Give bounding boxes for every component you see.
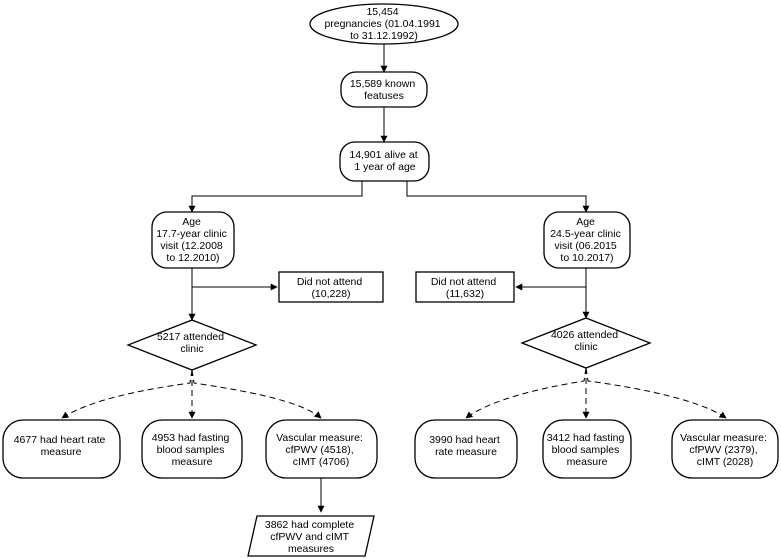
node-left-visit-text: Age 17.7-year clinic visit (12.2008 to 1… [156, 216, 230, 264]
node-right-vascular-text: Vascular measure: cfPWV (2379), cIMT (20… [680, 432, 770, 468]
node-left-complete: 3862 had complete cfPWV and cIMT measure… [247, 515, 375, 557]
node-left-attended-text: 5217 attended clinic [157, 331, 227, 355]
node-foetuses-text: 15,589 known featuses [350, 78, 418, 102]
node-left-complete-text: 3862 had complete cfPWV and cIMT measure… [265, 519, 357, 555]
node-left-vascular-text: Vascular measure: cfPWV (4518), cIMT (47… [276, 432, 366, 468]
arrow-alive-to-left-visit [188, 181, 363, 213]
node-left-heart-rate: 4677 had heart rate measure [2, 419, 121, 479]
node-left-heart-rate-text: 4677 had heart rate measure [14, 434, 109, 458]
node-right-not-attend-text: Did not attend (11,632) [431, 276, 499, 300]
dashed-arrow-right-heart-rate [465, 367, 587, 419]
node-left-not-attend: Did not attend (10,228) [278, 271, 384, 303]
node-pregnancies-text: 15,454 pregnancies (01.04.1991 to 31.12.… [324, 6, 443, 42]
node-left-fasting-text: 4953 had fasting blood samples measure [152, 432, 233, 468]
connectors [61, 42, 727, 513]
node-left-visit: Age 17.7-year clinic visit (12.2008 to 1… [151, 211, 235, 269]
node-right-visit-text: Age 24.5-year clinic visit (06.2015 to 1… [550, 216, 624, 264]
node-right-attended-text: 4026 attended clinic [551, 329, 621, 353]
node-left-vascular: Vascular measure: cfPWV (4518), cIMT (47… [265, 419, 378, 479]
node-left-not-attend-text: Did not attend (10,228) [297, 276, 365, 300]
node-right-heart-rate: 3990 had heart rate measure [414, 419, 518, 479]
node-right-attended: 4026 attended clinic [520, 317, 652, 369]
dashed-arrow-left-vascular [191, 369, 322, 419]
node-foetuses: 15,589 known featuses [340, 71, 428, 108]
node-right-vascular: Vascular measure: cfPWV (2379), cIMT (20… [671, 419, 779, 479]
node-right-fasting-text: 3412 had fasting blood samples measure [547, 432, 628, 468]
node-right-heart-rate-text: 3990 had heart rate measure [429, 434, 503, 458]
arrow-alive-to-right-visit [406, 181, 590, 213]
dashed-arrow-right-vascular [585, 367, 727, 419]
dashed-arrow-left-heart-rate [61, 369, 193, 419]
node-right-not-attend: Did not attend (11,632) [415, 271, 515, 303]
node-left-fasting: 4953 had fasting blood samples measure [141, 419, 243, 479]
node-right-fasting: 3412 had fasting blood samples measure [542, 419, 632, 479]
node-alive: 14,901 alive at 1 year of age [339, 141, 430, 182]
node-alive-text: 14,901 alive at 1 year of age [349, 149, 420, 173]
node-pregnancies: 15,454 pregnancies (01.04.1991 to 31.12.… [309, 3, 459, 45]
node-left-attended: 5217 attended clinic [126, 319, 258, 371]
node-right-visit: Age 24.5-year clinic visit (06.2015 to 1… [543, 211, 631, 269]
